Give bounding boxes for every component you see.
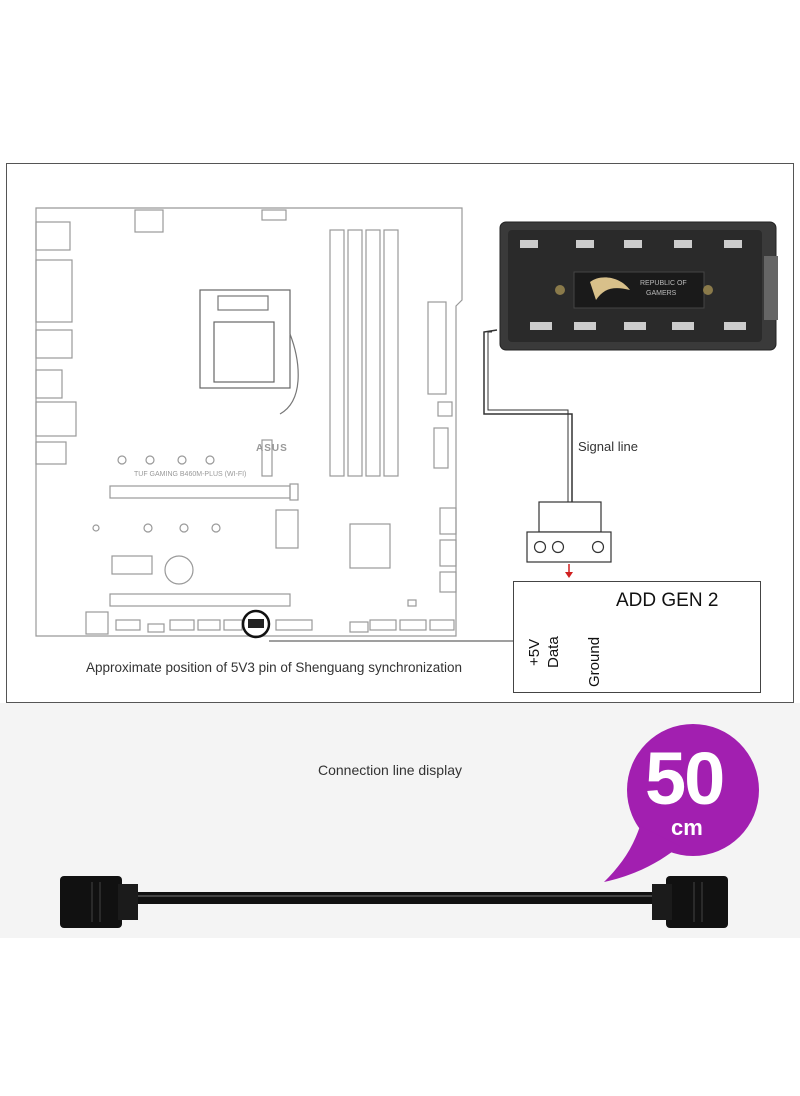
cable-plug-right (666, 876, 728, 928)
hub-logo-line1: REPUBLIC OF (640, 280, 687, 287)
cmos-battery (164, 555, 194, 585)
position-caption: Approximate position of 5V3 pin of Sheng… (86, 660, 462, 675)
ram-slot-4 (383, 229, 399, 477)
length-unit: cm (671, 815, 703, 840)
hub-logo-line2: GAMERS (646, 290, 677, 297)
argb-header (248, 619, 264, 628)
connector-plug-body (538, 501, 602, 533)
signal-wire (483, 329, 573, 502)
pin-label-data: Data (545, 636, 562, 668)
motherboard-outline (35, 207, 463, 637)
length-badge-shape (604, 724, 759, 882)
connector-title: ADD GEN 2 (616, 590, 719, 611)
motherboard (35, 207, 463, 637)
cable-plug-left (60, 876, 122, 928)
chipset (349, 523, 391, 569)
length-value: 50 (645, 737, 725, 820)
cable-section-title: Connection line display (318, 762, 462, 778)
signal-line-label: Signal line (578, 439, 638, 454)
pin-label-ground: Ground (586, 636, 603, 687)
motherboard-model-text: TUF GAMING B460M-PLUS (WI-FI) (134, 471, 247, 478)
rgb-hub (499, 221, 778, 351)
ram-slot-1 (329, 229, 345, 477)
ram-slot-3 (365, 229, 381, 477)
connector-plug-face (526, 531, 612, 563)
ram-slot-2 (347, 229, 363, 477)
pin-label-5v: +5V (526, 638, 543, 666)
cable (60, 876, 728, 928)
connector-pinout-box (513, 581, 761, 693)
atx-24pin (427, 301, 447, 395)
cpu-socket (199, 289, 291, 389)
pcie-x1-slot (109, 593, 291, 607)
argb-header-highlight-circle (241, 609, 271, 639)
motherboard-brand-text: ASUS (256, 443, 288, 454)
